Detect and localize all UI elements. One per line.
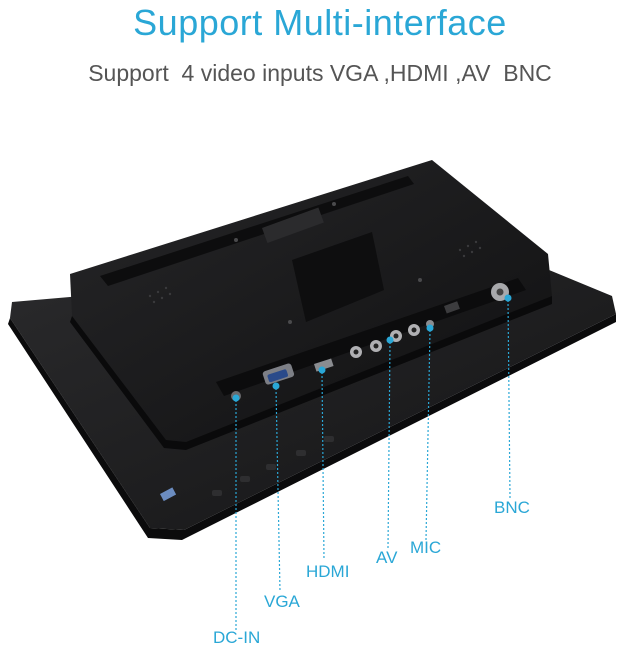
side-buttons — [212, 436, 334, 496]
label-bnc: BNC — [494, 498, 530, 517]
rear-housing — [70, 160, 552, 450]
label-mic: MIC — [410, 538, 442, 557]
page-title: Support Multi-interface — [133, 2, 507, 43]
page-subtitle: Support 4 video inputs VGA ,HDMI ,AV BNC — [88, 60, 552, 86]
label-hdmi: HDMI — [306, 562, 350, 581]
label-av: AV — [376, 548, 398, 567]
label-vga: VGA — [264, 592, 300, 611]
label-dc-in: DC-IN — [213, 628, 261, 647]
